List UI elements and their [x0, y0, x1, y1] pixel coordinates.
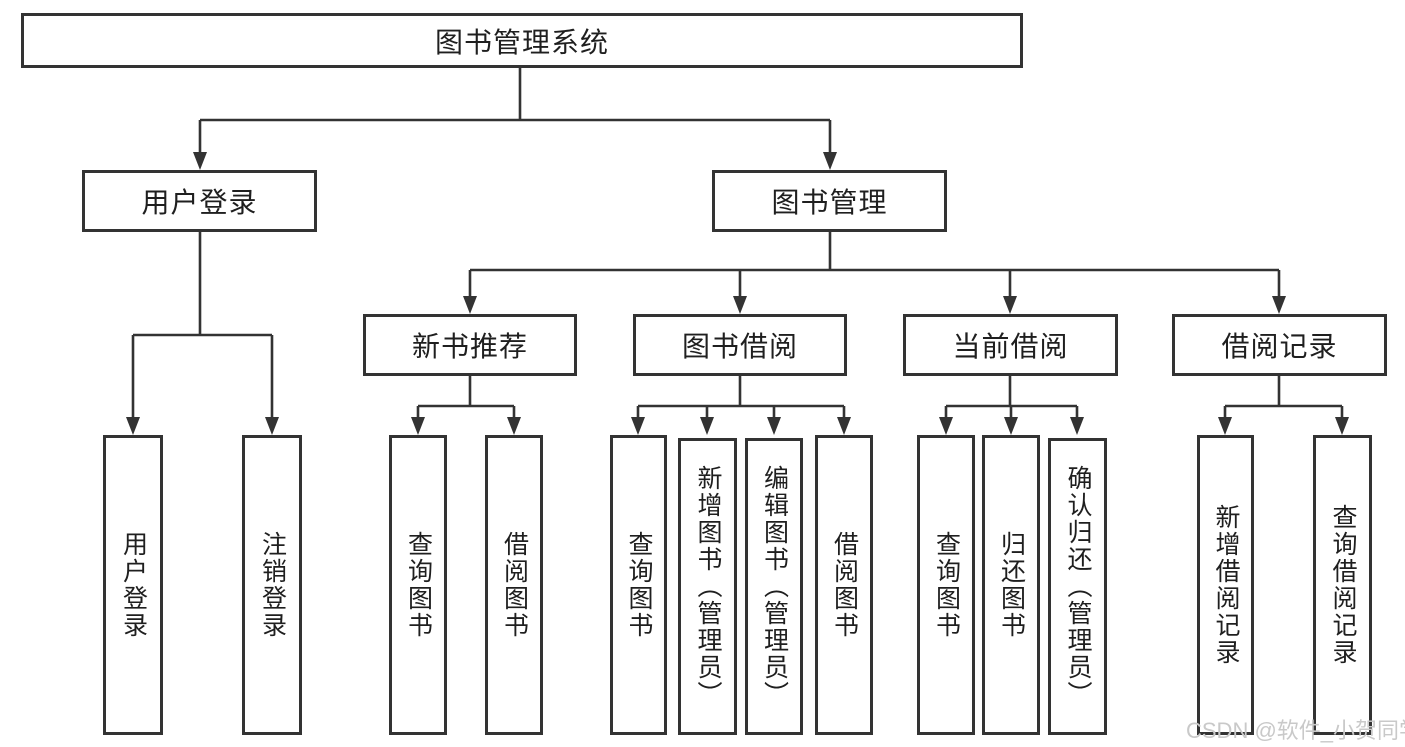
- node-cb-return-book: 归还图书: [982, 435, 1040, 735]
- node-label: 编辑图书（管理员）: [760, 465, 789, 708]
- node-label: 图书管理: [771, 187, 888, 218]
- node-label: 借阅图书: [500, 531, 529, 639]
- node-label: 确认归还（管理员）: [1064, 465, 1092, 708]
- csdn-watermark: CSDN @软件_小贺同学: [1186, 718, 1405, 743]
- node-leaf-user-login: 用户登录: [103, 435, 163, 735]
- node-label: 注销登录: [258, 531, 287, 639]
- node-leaf-logout: 注销登录: [242, 435, 302, 735]
- node-borrow-record: 借阅记录: [1172, 314, 1387, 376]
- node-bb-edit-book: 编辑图书（管理员）: [745, 438, 803, 735]
- node-label: 当前借阅: [952, 331, 1069, 362]
- node-nb-query-book: 查询图书: [389, 435, 447, 735]
- node-label: 查询借阅记录: [1329, 504, 1357, 666]
- node-bb-borrow-book: 借阅图书: [815, 435, 873, 735]
- node-label: 图书管理系统: [434, 26, 609, 58]
- node-label: 查询图书: [625, 531, 653, 639]
- connector-lines: [131, 68, 1344, 420]
- node-nb-borrow-book: 借阅图书: [485, 435, 543, 735]
- node-label: 归还图书: [997, 531, 1026, 639]
- node-label: 借阅记录: [1221, 331, 1338, 362]
- node-label: 用户登录: [119, 531, 148, 639]
- node-cb-confirm-return: 确认归还（管理员）: [1048, 438, 1107, 735]
- node-label: 新书推荐: [411, 331, 528, 362]
- node-label: 新增借阅记录: [1212, 504, 1240, 666]
- node-br-query-record: 查询借阅记录: [1313, 435, 1372, 735]
- node-new-book-recommend: 新书推荐: [363, 314, 577, 376]
- node-bb-add-book: 新增图书（管理员）: [678, 438, 737, 735]
- node-library-management-system: 图书管理系统: [21, 13, 1023, 68]
- node-bb-query-book: 查询图书: [610, 435, 667, 735]
- node-label: 查询图书: [404, 531, 433, 639]
- node-book-management: 图书管理: [712, 170, 947, 232]
- node-cb-query-book: 查询图书: [917, 435, 975, 735]
- node-user-login: 用户登录: [82, 170, 317, 232]
- node-label: 图书借阅: [681, 331, 798, 362]
- node-current-borrow: 当前借阅: [903, 314, 1118, 376]
- node-label: 新增图书（管理员）: [694, 465, 722, 708]
- node-book-borrow: 图书借阅: [633, 314, 847, 376]
- node-label: 用户登录: [141, 187, 258, 218]
- node-br-add-record: 新增借阅记录: [1197, 435, 1254, 735]
- node-label: 借阅图书: [830, 531, 859, 639]
- node-label: 查询图书: [932, 531, 961, 639]
